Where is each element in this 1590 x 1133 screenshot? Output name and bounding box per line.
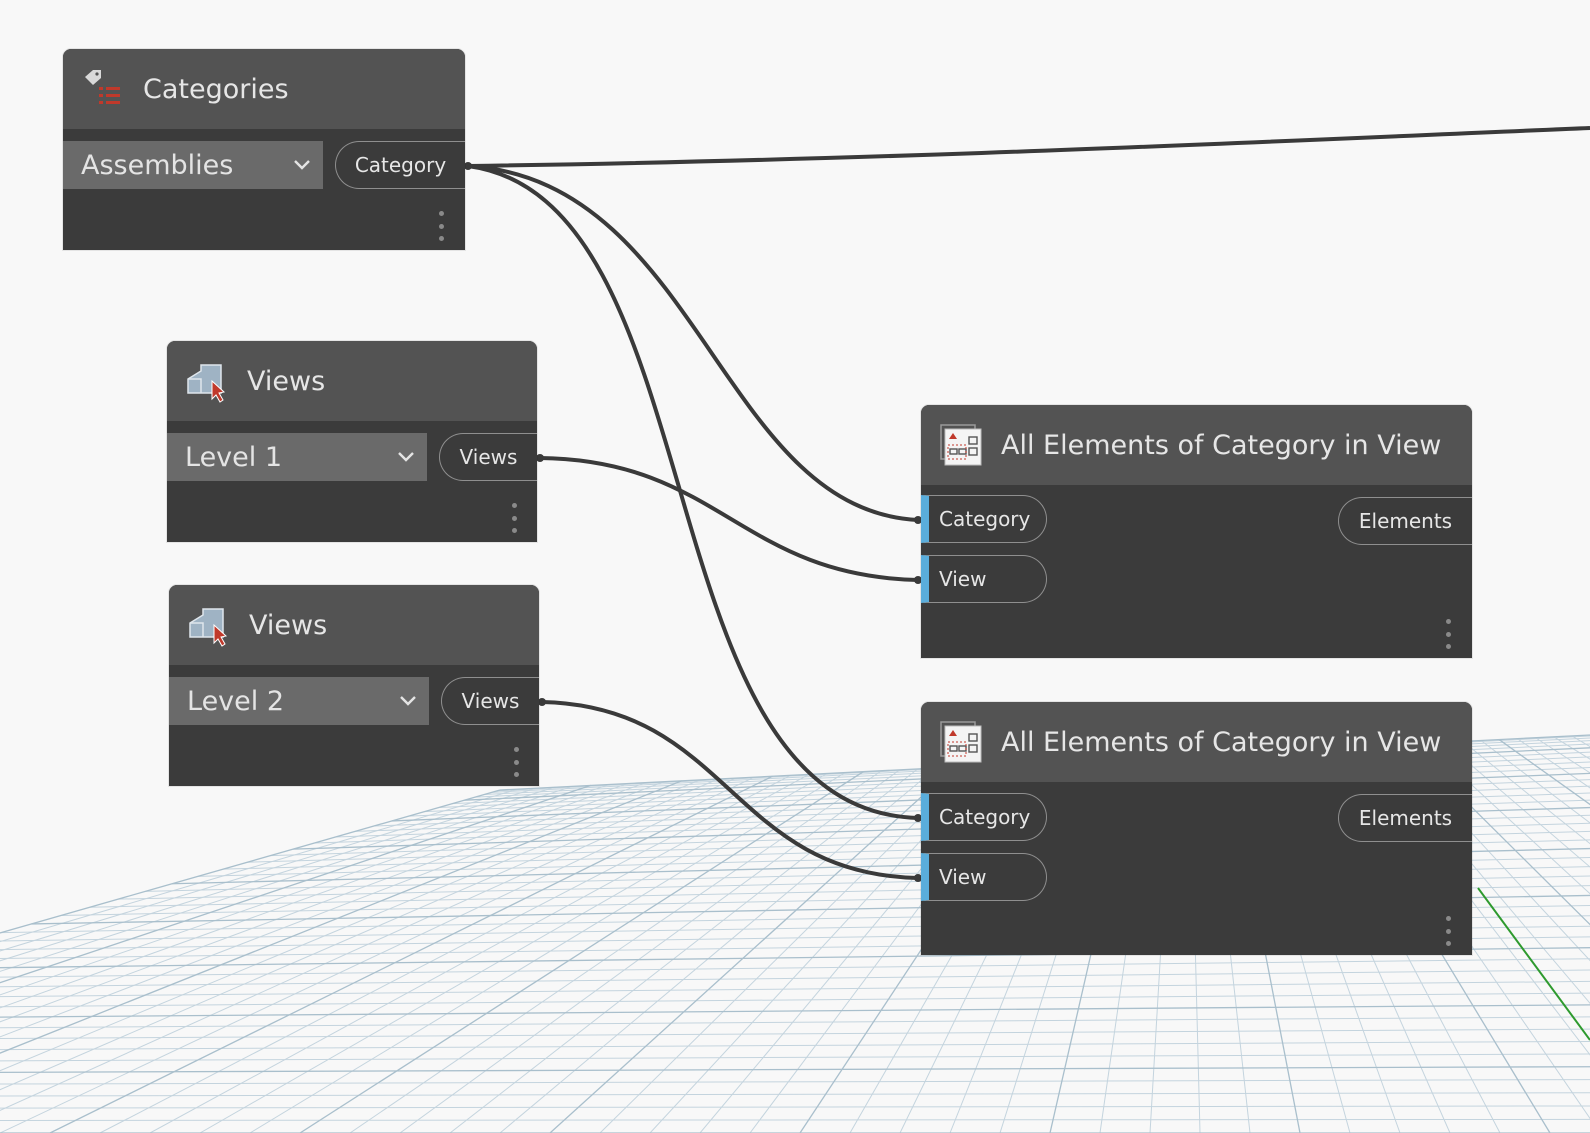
view-input-port[interactable]: View bbox=[921, 853, 1047, 901]
node-menu-icon[interactable] bbox=[1445, 619, 1451, 649]
grid-line bbox=[0, 788, 519, 943]
grid-line bbox=[0, 786, 555, 962]
node-header[interactable]: All Elements of Category in View bbox=[921, 405, 1472, 485]
view-select-icon bbox=[189, 608, 228, 647]
node-menu-icon[interactable] bbox=[511, 503, 517, 533]
category-input-port[interactable]: Category bbox=[921, 495, 1047, 543]
port-label: Views bbox=[459, 445, 518, 469]
node-title: Views bbox=[249, 609, 328, 641]
port-label: Category bbox=[354, 153, 447, 177]
grid-line bbox=[0, 787, 537, 952]
node-header[interactable]: Views bbox=[167, 341, 537, 421]
node-menu-icon[interactable] bbox=[1445, 916, 1451, 946]
elements-in-view-icon bbox=[940, 424, 982, 466]
category-tag-icon bbox=[85, 70, 120, 104]
dropdown-value: Level 2 bbox=[187, 685, 285, 717]
grid-line bbox=[0, 782, 646, 1023]
view-dropdown[interactable]: Level 1 bbox=[167, 433, 427, 481]
grid-line bbox=[1462, 741, 1590, 845]
grid-line bbox=[0, 784, 592, 984]
grid-line bbox=[1535, 737, 1590, 774]
grid-line bbox=[0, 1028, 1590, 1040]
node-menu-icon[interactable] bbox=[438, 211, 444, 241]
views-node-level2[interactable]: Views Level 2 Views bbox=[169, 585, 539, 786]
node-title: All Elements of Category in View bbox=[1001, 726, 1442, 758]
port-label: Category bbox=[939, 507, 1031, 531]
view-select-icon bbox=[187, 364, 226, 403]
grid-line bbox=[0, 969, 1590, 988]
grid-line bbox=[0, 785, 573, 972]
elements-output-port[interactable]: Elements bbox=[1338, 497, 1472, 545]
view-dropdown[interactable]: Level 2 bbox=[169, 677, 429, 725]
grid-line bbox=[1426, 742, 1590, 895]
grid-line bbox=[0, 789, 501, 934]
category-output-port[interactable]: Category bbox=[335, 141, 465, 189]
grid-line bbox=[0, 1016, 1590, 1029]
views-output-port[interactable]: Views bbox=[439, 433, 537, 481]
port-label: Category bbox=[939, 805, 1031, 829]
node-menu-icon[interactable] bbox=[513, 747, 519, 777]
node-title: Categories bbox=[143, 73, 289, 105]
views-node-level1[interactable]: Views Level 1 Views bbox=[167, 341, 537, 542]
dropdown-value: Level 1 bbox=[185, 441, 283, 473]
category-input-port[interactable]: Category bbox=[921, 793, 1047, 841]
grid-line bbox=[0, 781, 664, 1038]
elements-of-category-node-1[interactable]: All Elements of Category in View Categor… bbox=[921, 405, 1472, 658]
categories-node[interactable]: Categories Assemblies Category bbox=[63, 49, 465, 250]
port-label: Views bbox=[461, 689, 520, 713]
node-title: Views bbox=[247, 365, 326, 397]
dropdown-value: Assemblies bbox=[81, 149, 234, 181]
grid-line bbox=[1480, 740, 1590, 824]
grid-line bbox=[199, 773, 828, 1133]
grid-line bbox=[1407, 743, 1590, 926]
grid-line bbox=[0, 783, 628, 1009]
port-label: Elements bbox=[1358, 509, 1453, 533]
grid-line bbox=[349, 770, 882, 1133]
node-header[interactable]: All Elements of Category in View bbox=[921, 702, 1472, 782]
port-label: View bbox=[939, 567, 987, 591]
chevron-down-icon bbox=[400, 696, 416, 706]
grid-line bbox=[0, 1118, 1590, 1121]
view-input-port[interactable]: View bbox=[921, 555, 1047, 603]
grid-line bbox=[1517, 738, 1590, 789]
node-header[interactable]: Categories bbox=[63, 49, 465, 129]
grid-line bbox=[0, 1105, 1590, 1109]
elements-of-category-node-2[interactable]: All Elements of Category in View Categor… bbox=[921, 702, 1472, 955]
grid-line bbox=[0, 947, 1590, 969]
views-output-port[interactable]: Views bbox=[441, 677, 539, 725]
chevron-down-icon bbox=[398, 452, 414, 462]
elements-output-port[interactable]: Elements bbox=[1338, 794, 1472, 842]
grid-line bbox=[0, 1092, 1590, 1097]
port-label: View bbox=[939, 865, 987, 889]
port-label: Elements bbox=[1358, 806, 1453, 830]
grid-line bbox=[0, 1066, 1590, 1073]
node-title: All Elements of Category in View bbox=[1001, 429, 1442, 461]
node-header[interactable]: Views bbox=[169, 585, 539, 665]
chevron-down-icon bbox=[294, 160, 310, 170]
elements-in-view-icon bbox=[940, 721, 982, 763]
grid-line bbox=[1571, 735, 1590, 748]
y-axis-line bbox=[1477, 887, 1590, 1041]
grid-line bbox=[0, 780, 682, 1054]
grid-line bbox=[0, 784, 610, 996]
grid-line bbox=[99, 774, 791, 1133]
grid-line bbox=[0, 1004, 1590, 1018]
category-dropdown[interactable]: Assemblies bbox=[63, 141, 323, 189]
grid-line bbox=[1444, 741, 1590, 868]
